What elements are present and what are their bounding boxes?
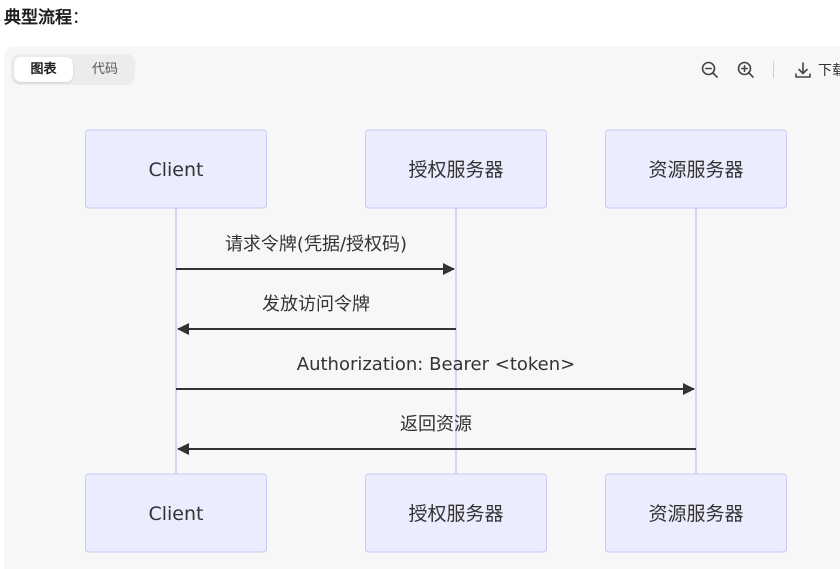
zoom-in-icon [737, 61, 754, 78]
participant-label-bottom: Client [148, 503, 203, 525]
participant-label-bottom: 资源服务器 [648, 503, 743, 525]
download-button[interactable] [792, 59, 814, 81]
diagram-toolbar: 图表 代码 下载 [4, 46, 840, 94]
participant-label-top: Client [148, 159, 203, 181]
section-title: 典型流程 [4, 8, 72, 28]
download-label[interactable]: 下载 [818, 63, 840, 79]
download-icon [795, 62, 811, 78]
section-heading: 典型流程： [4, 3, 89, 28]
message-label: 请求令牌(凭据/授权码) [225, 234, 407, 255]
section-heading-colon: ： [72, 8, 89, 28]
participant-box-bottom [85, 473, 267, 553]
message-label: Authorization: Bearer <token> [297, 354, 576, 375]
diagram-panel: 图表 代码 下载 Cl [4, 46, 840, 569]
view-toggle: 图表 代码 [11, 54, 135, 85]
tab-code[interactable]: 代码 [91, 62, 118, 77]
participant-box-bottom [605, 473, 787, 553]
participant-label-top: 授权服务器 [408, 159, 503, 181]
zoom-out-button[interactable] [699, 59, 721, 81]
participant-label-top: 资源服务器 [648, 159, 743, 181]
message-label: 返回资源 [400, 414, 472, 435]
zoom-out-icon [701, 61, 718, 78]
zoom-in-button[interactable] [735, 59, 757, 81]
participant-box-top [85, 129, 267, 209]
participant-box-top [605, 129, 787, 209]
participant-label-bottom: 授权服务器 [408, 503, 503, 525]
participant-box-bottom [365, 473, 547, 553]
toolbar-divider [773, 61, 774, 78]
participant-box-top [365, 129, 547, 209]
message-label: 发放访问令牌 [262, 294, 370, 315]
tab-chart[interactable]: 图表 [14, 57, 73, 82]
